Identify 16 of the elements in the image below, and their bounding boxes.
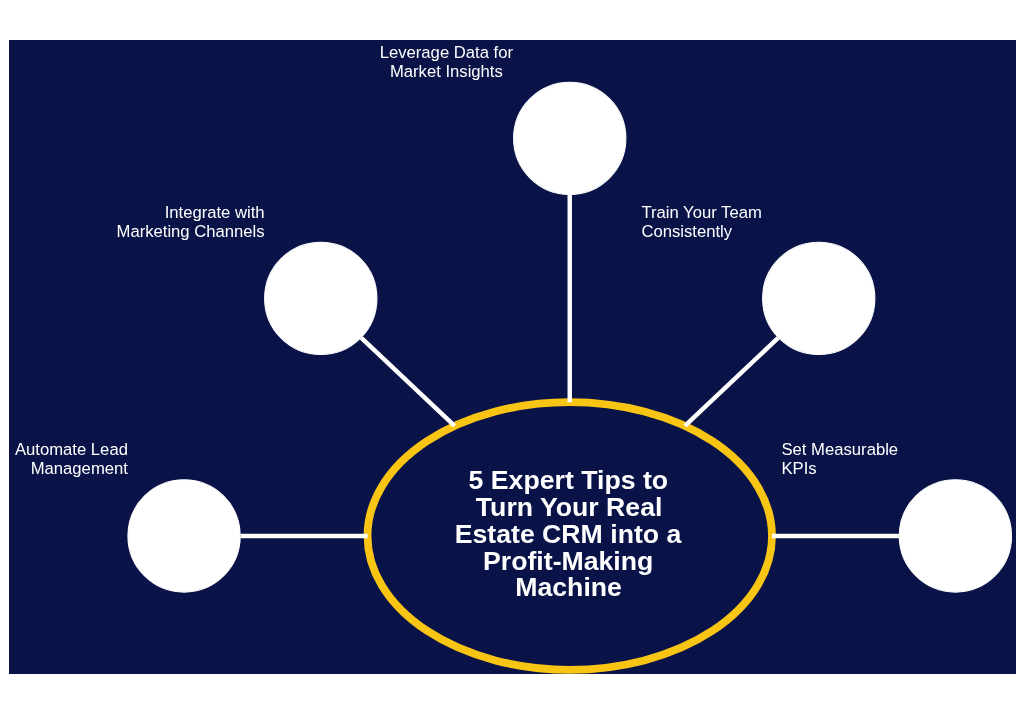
node-label: Leverage Data for Market Insights (379, 42, 513, 81)
connector (771, 533, 899, 539)
node-label: Integrate with Marketing Channels (116, 202, 265, 241)
node-circle (126, 479, 241, 593)
connector (567, 194, 572, 403)
connector (359, 336, 456, 428)
node-circle (761, 241, 875, 356)
node-label: Automate Lead Management (14, 440, 128, 479)
node-circle (898, 479, 1012, 593)
connector (240, 533, 368, 539)
connector (682, 336, 780, 428)
node-label: Set Measurable KPIs (780, 440, 898, 479)
node-label: Train Your Team Consistently (640, 202, 762, 241)
node-ellipse: 5 Expert Tips to Turn Your Real Estate CRM into a Profit-Making Machine (363, 398, 776, 674)
node-circle (512, 81, 626, 196)
node-circle (263, 241, 377, 356)
